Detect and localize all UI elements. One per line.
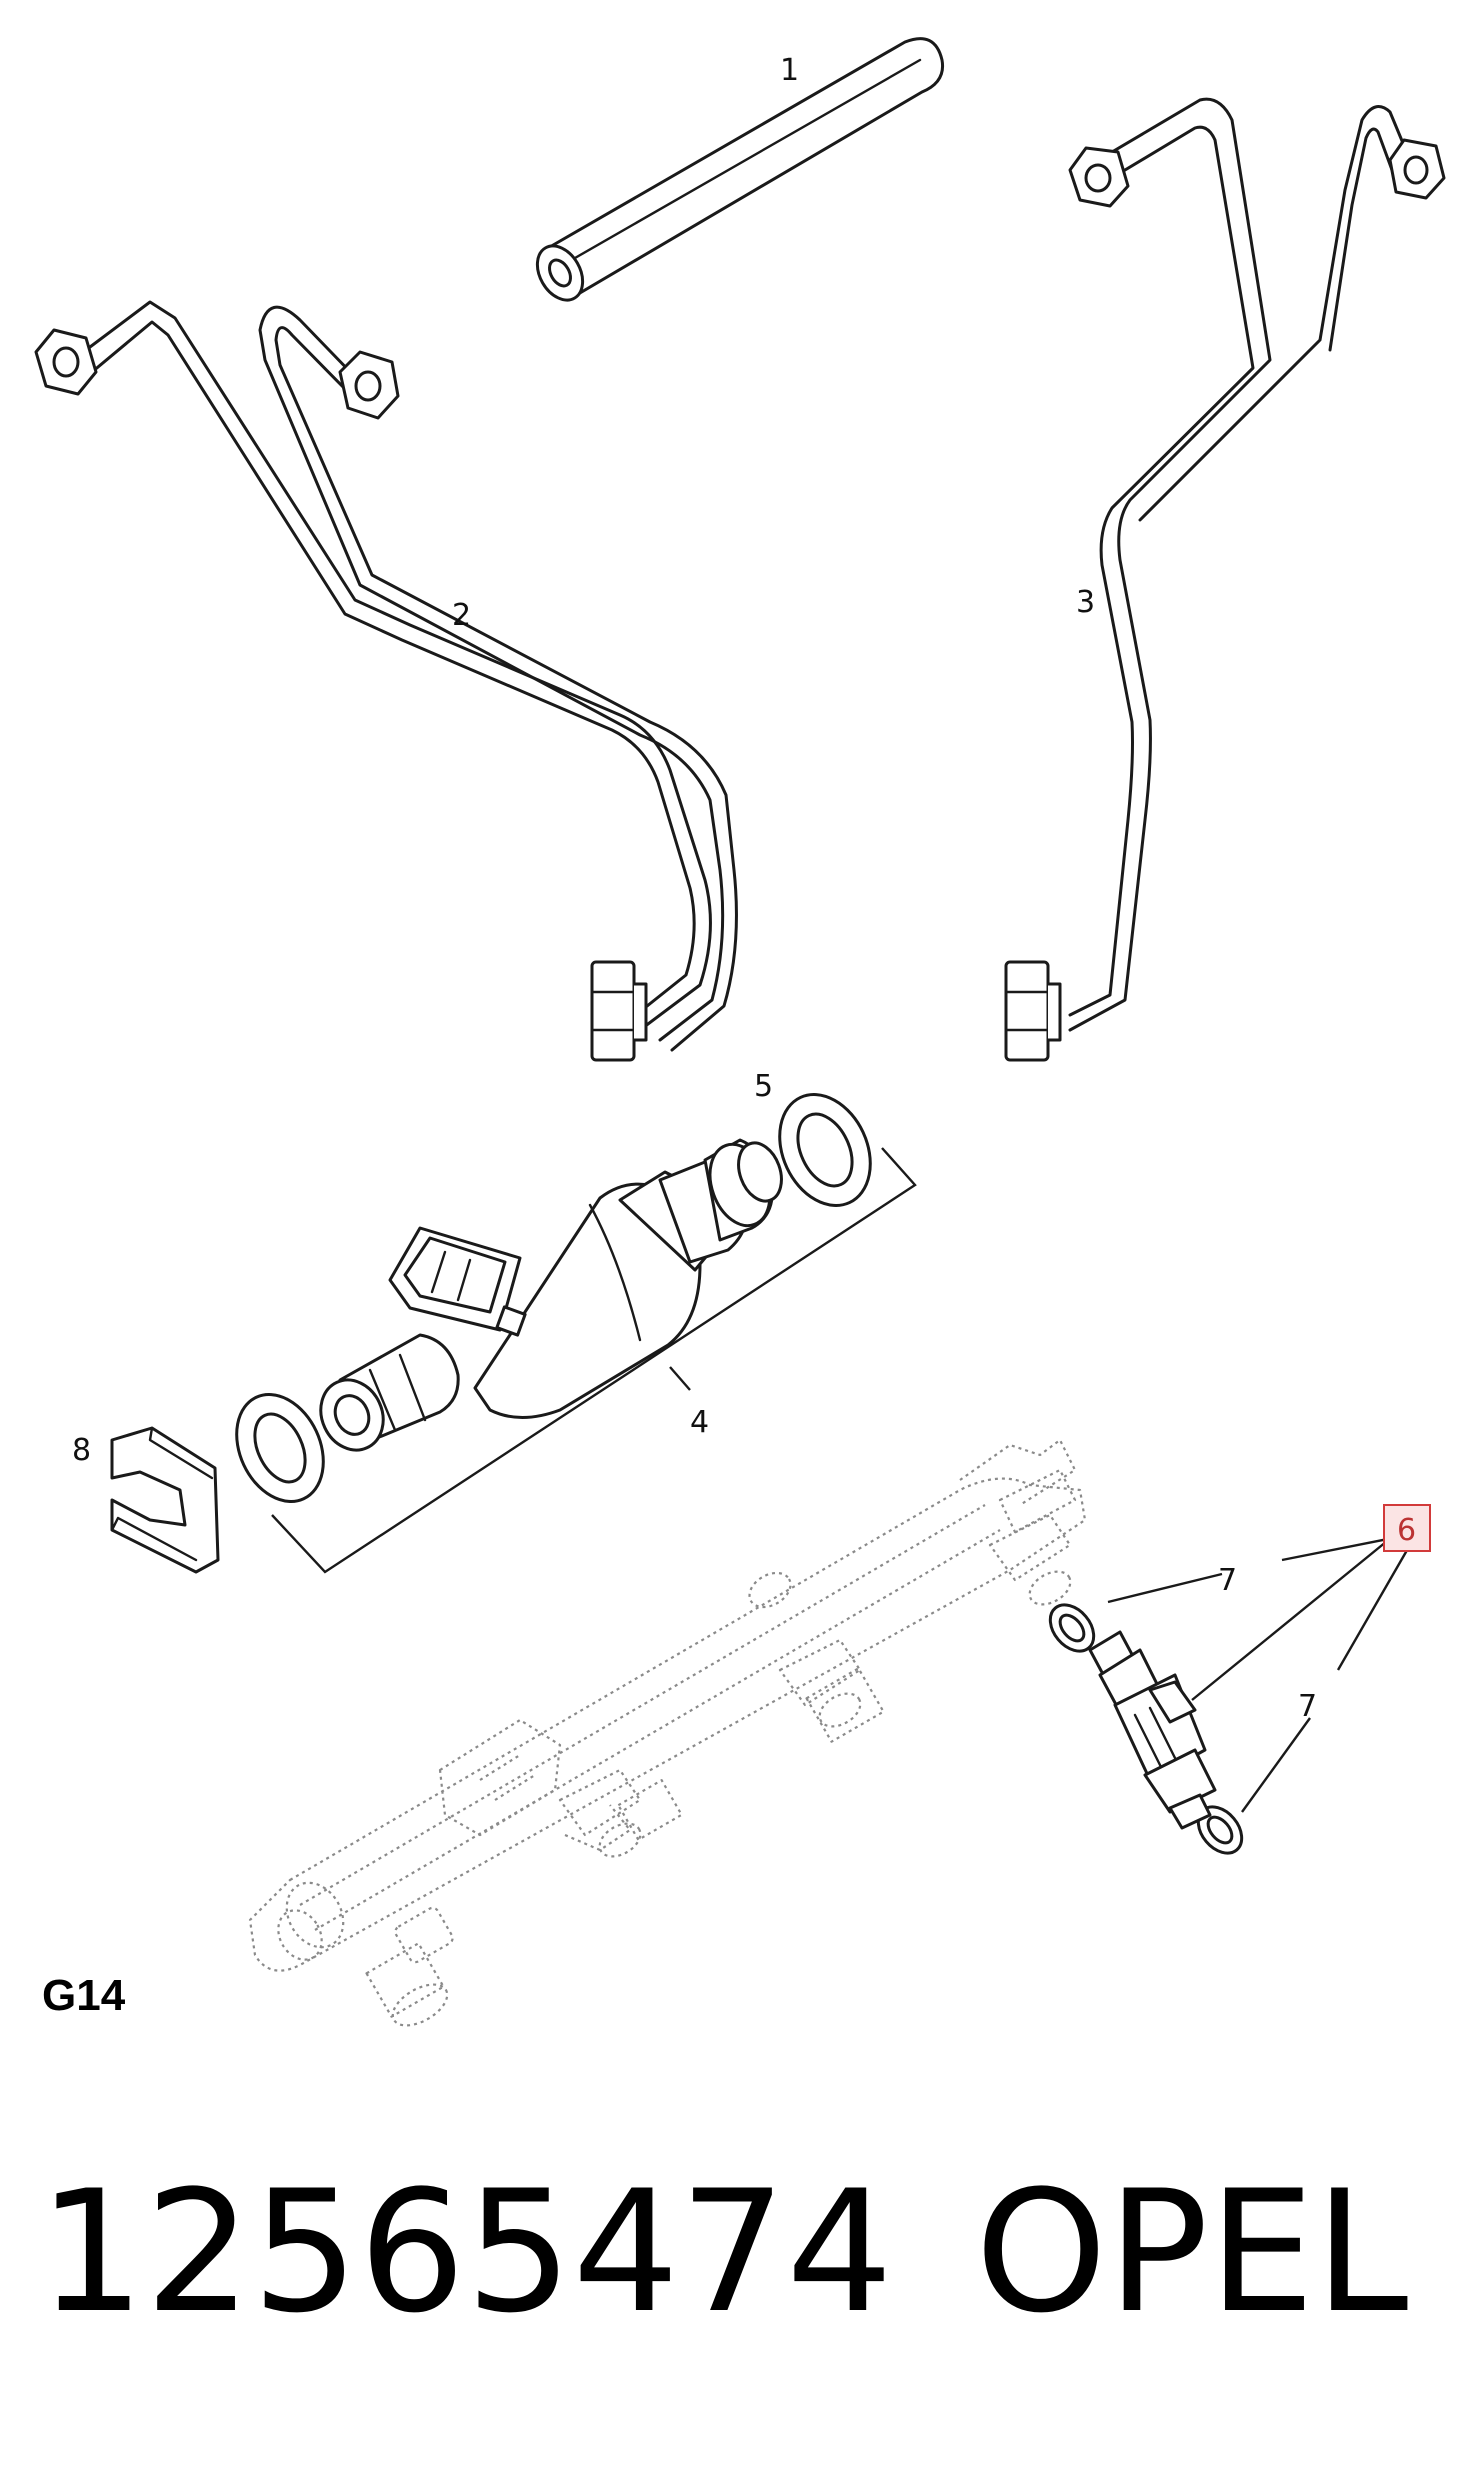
part-3-fuel-pipe[interactable] xyxy=(1004,97,1446,1062)
section-code: G14 xyxy=(42,1971,126,2020)
part-1-hose[interactable] xyxy=(528,37,945,309)
part-2-fuel-pipe[interactable] xyxy=(34,300,738,1062)
callout-8[interactable]: 8 xyxy=(72,1433,91,1468)
part-6-injector[interactable] xyxy=(1088,1630,1217,1830)
part-7-o-ring-lower[interactable] xyxy=(1189,1799,1250,1862)
part-8-clip[interactable] xyxy=(110,1426,220,1574)
lower-o-ring[interactable] xyxy=(220,1380,340,1515)
callout-1[interactable]: 1 xyxy=(780,53,799,88)
part-5-o-ring[interactable] xyxy=(762,1080,887,1221)
callout-2[interactable]: 2 xyxy=(452,598,471,633)
part-number: 12565474 xyxy=(38,2154,893,2350)
callout-3[interactable]: 3 xyxy=(1076,585,1095,620)
assembly-bracket xyxy=(271,1147,917,1574)
callout-7-lower[interactable]: 7 xyxy=(1298,1689,1317,1724)
brand-name: OPEL xyxy=(975,2154,1408,2350)
callout-4[interactable]: 4 xyxy=(690,1405,709,1440)
callout-5[interactable]: 5 xyxy=(754,1069,773,1104)
callout-7-upper[interactable]: 7 xyxy=(1218,1563,1237,1598)
part-4-injector[interactable] xyxy=(310,1136,789,1460)
highlight-box xyxy=(1383,1504,1431,1552)
fuel-rail-ghost xyxy=(248,1438,1087,2027)
part-7-o-ring-upper[interactable] xyxy=(1041,1597,1102,1660)
leader-lines xyxy=(669,1366,1412,1813)
callout-6[interactable]: 6 xyxy=(1397,1513,1416,1548)
